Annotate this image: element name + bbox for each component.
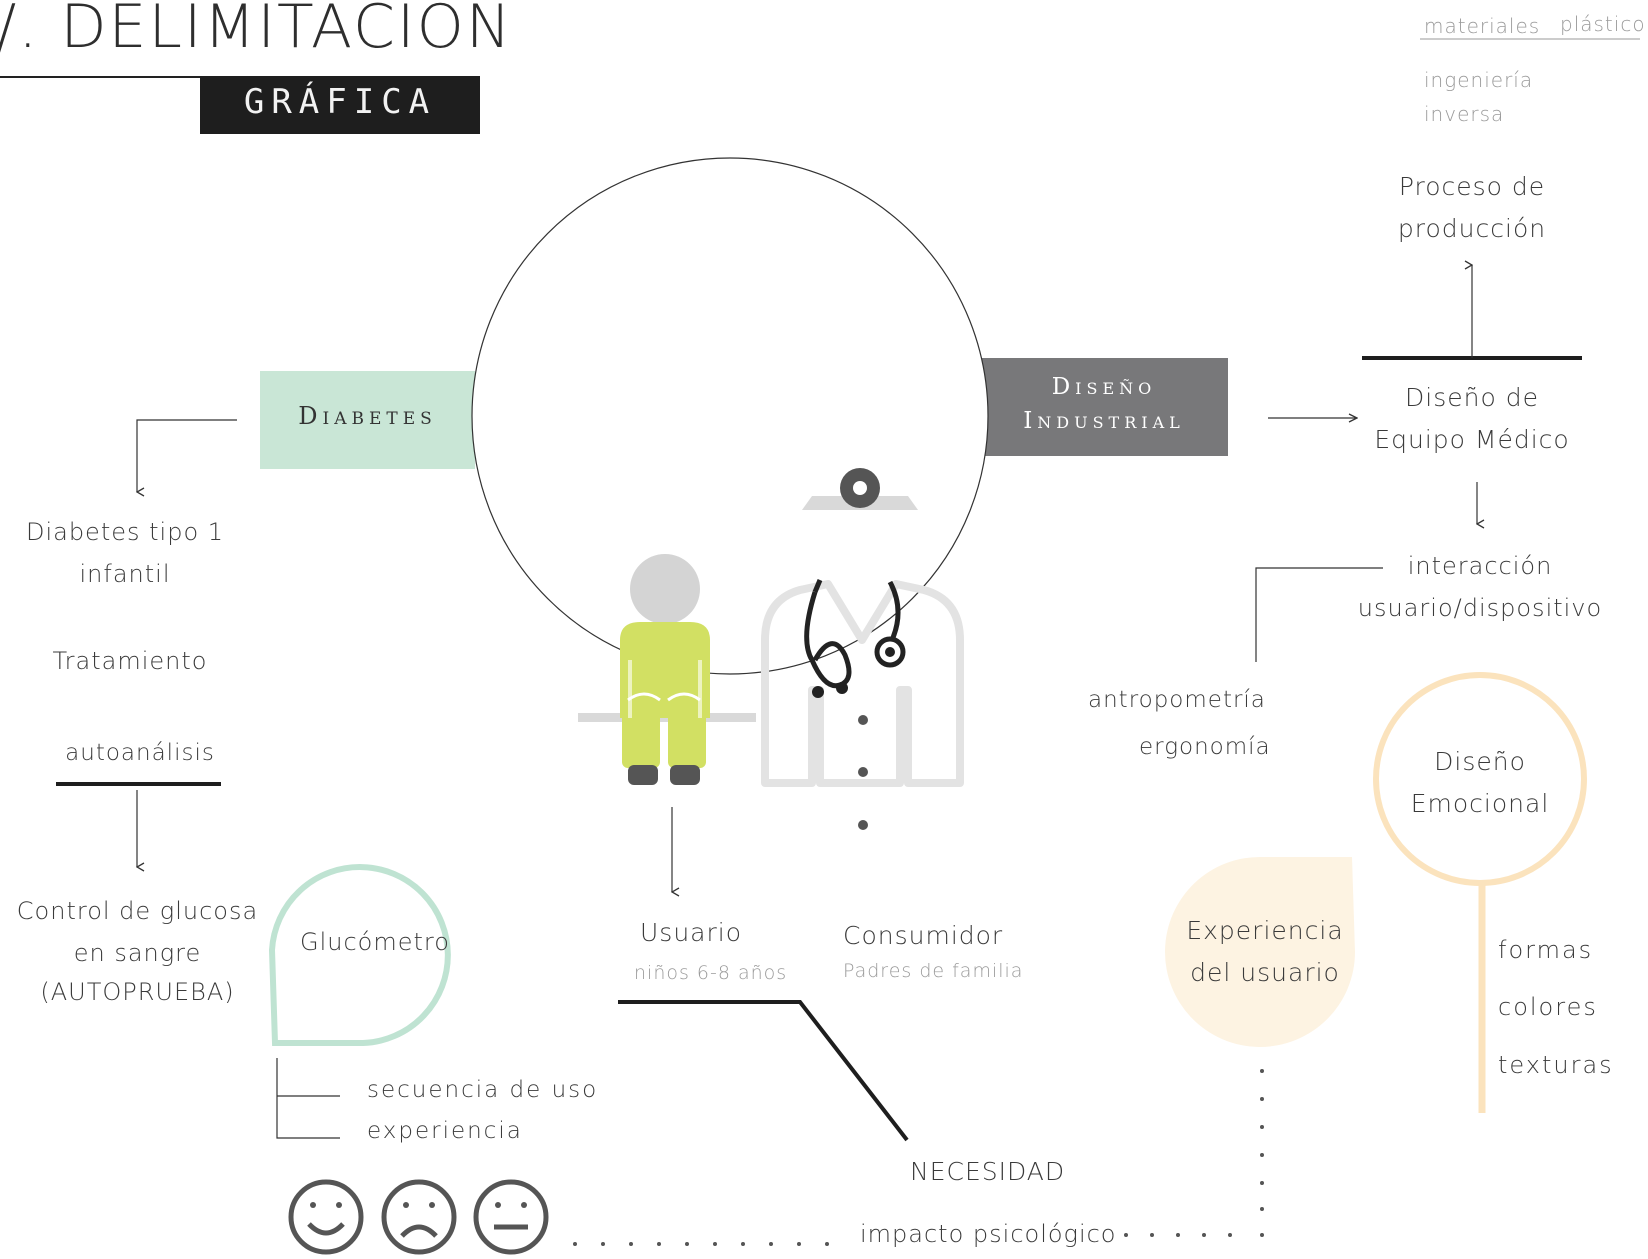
necesidad-bar (618, 1000, 909, 1142)
diseno-industrial-box (980, 358, 1228, 456)
diabetes-box (260, 371, 475, 469)
glucometro-label: Glucómetro (300, 928, 450, 956)
diabetes-tipo-line1: Diabetes tipo 1 (25, 518, 225, 546)
diabetes-connector (137, 419, 237, 492)
ingenieria-text: ingeniería (1424, 68, 1534, 92)
proceso-line2: producción (1397, 214, 1547, 243)
diseno-emocional-line1: Diseño (1434, 747, 1526, 776)
diabetes-label: Diabetes (298, 402, 437, 430)
emocional-ring (1373, 672, 1587, 886)
dotted-line-bottom (573, 1233, 1264, 1246)
glucometro-bracket (276, 1058, 340, 1139)
experiencia-text: experiencia (367, 1118, 523, 1144)
sad-face-icon (381, 1179, 457, 1255)
control-glucosa-line2: en sangre (73, 939, 202, 967)
interaccion-line2: usuario/dispositivo (1357, 594, 1603, 622)
experiencia-usuario-line1: Experiencia (1186, 916, 1344, 945)
control-glucosa-line1: Control de glucosa (16, 897, 259, 925)
central-circle (471, 157, 989, 675)
doctor-figure-icon (761, 468, 964, 830)
secuencia-uso-text: secuencia de uso (367, 1077, 599, 1103)
necesidad-label: NECESIDAD (910, 1157, 1066, 1186)
usuario-label: Usuario (640, 918, 743, 947)
tag-materiales: materiales (1424, 14, 1541, 38)
tag-plastico: plástico (1560, 12, 1646, 36)
experiencia-blob (1165, 856, 1355, 1047)
proceso-line1: Proceso de (1398, 172, 1546, 201)
diseno-label-line1: Diseño (1051, 374, 1157, 400)
control-glucosa-line3: (AUTOPRUEBA) (40, 978, 235, 1006)
autoanalisis-text: autoanálisis (65, 740, 215, 766)
consumidor-label: Consumidor (843, 921, 1004, 950)
interaccion-bracket (1255, 567, 1383, 662)
usuario-sublabel: niños 6-8 años (634, 962, 788, 984)
experiencia-usuario-line2: del usuario (1190, 958, 1340, 987)
diseno-label-line2: Industrial (1023, 408, 1185, 434)
equipo-medico-line1: Diseño de (1405, 383, 1539, 412)
tratamiento-text: Tratamiento (52, 647, 208, 675)
interaccion-line1: interacción (1407, 552, 1553, 580)
subtitle-box (200, 76, 480, 134)
antropometria-text: antropometría (1088, 687, 1266, 713)
dotted-line-vertical (1260, 1069, 1264, 1211)
happy-face-icon (288, 1179, 364, 1255)
impacto-psicologico-text: impacto psicológico (860, 1220, 1117, 1248)
texturas-text: texturas (1498, 1051, 1614, 1079)
glucometro-ring (268, 864, 451, 1046)
equipo-medico-line2: Equipo Médico (1374, 425, 1570, 454)
neutral-face-icon (473, 1179, 549, 1255)
ergonomia-text: ergonomía (1139, 734, 1271, 760)
inversa-text: inversa (1424, 102, 1505, 126)
consumidor-sublabel: Padres de familia (843, 960, 1024, 982)
formas-text: formas (1498, 936, 1594, 964)
child-figure-icon (620, 554, 710, 785)
colores-text: colores (1498, 993, 1598, 1021)
page-title: /. DELIMITACION (0, 0, 513, 62)
diseno-emocional-line2: Emocional (1410, 789, 1550, 818)
diabetes-tipo-line2: infantil (79, 560, 171, 588)
page-subtitle: GRÁFICA (243, 82, 437, 122)
